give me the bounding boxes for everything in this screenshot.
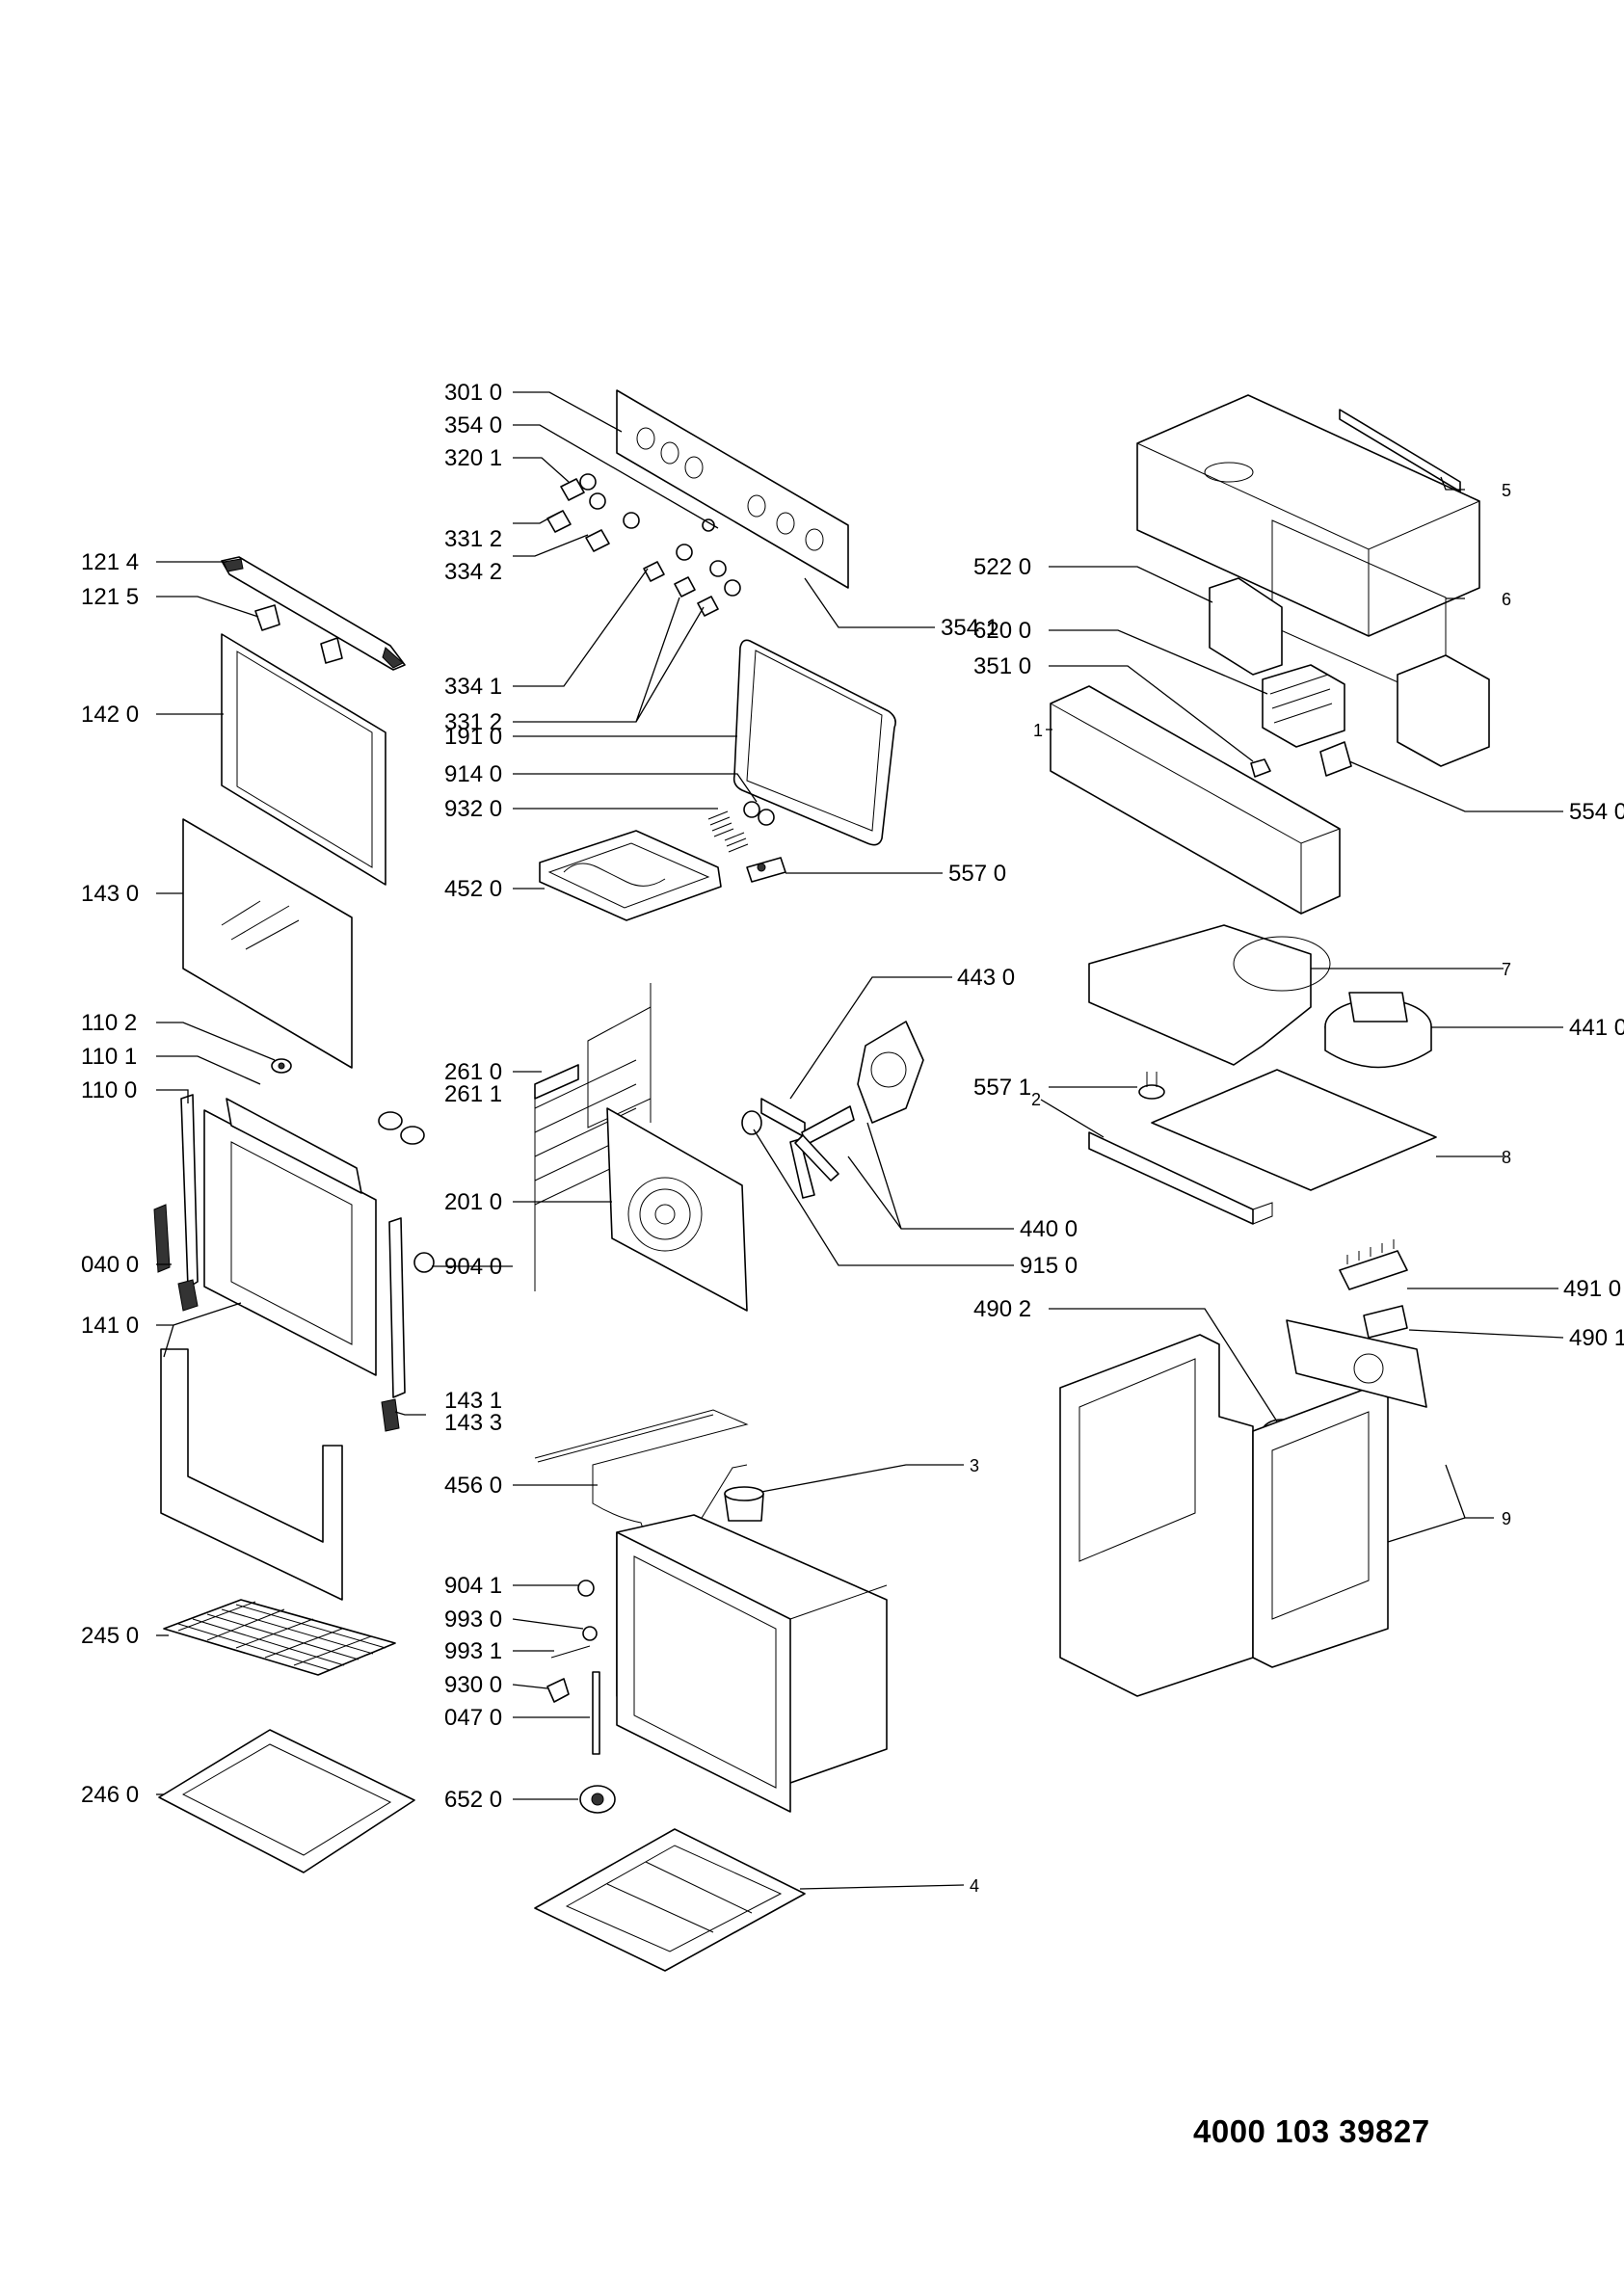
label-904-0: 904 0 — [444, 1254, 502, 1280]
label-557-1: 557 1 — [973, 1075, 1031, 1101]
label-141-0: 141 0 — [81, 1313, 139, 1339]
label-904-1: 904 1 — [444, 1573, 502, 1599]
label-110-1: 110 1 — [81, 1044, 137, 1070]
label-557-0: 557 0 — [948, 861, 1006, 887]
base-plate-2-8 — [1088, 1069, 1437, 1225]
door-hinge-right — [381, 1217, 435, 1432]
fan-and-motor-440-443 — [741, 1021, 924, 1199]
label-2: 2 — [1031, 1090, 1041, 1109]
label-930-0: 930 0 — [444, 1672, 502, 1698]
label-320-1: 320 1 — [444, 445, 502, 471]
label-554-0: 554 0 — [1569, 799, 1624, 825]
knobs-320-331-334 — [546, 473, 741, 617]
door-handle-121-4 — [221, 556, 406, 671]
label-331-2-a: 331 2 — [444, 526, 502, 552]
label-490-2: 490 2 — [973, 1296, 1031, 1322]
label-121-4: 121 4 — [81, 549, 139, 575]
label-121-5: 121 5 — [81, 584, 139, 610]
label-652-0: 652 0 — [444, 1787, 502, 1813]
label-932-0: 932 0 — [444, 796, 502, 822]
thermostat-557-1 — [1138, 1072, 1165, 1100]
lamp-cover-3 — [724, 1486, 764, 1522]
label-110-2: 110 2 — [81, 1010, 137, 1036]
label-7: 7 — [1502, 960, 1511, 979]
label-334-1: 334 1 — [444, 674, 502, 700]
back-panel-201-0 — [606, 1107, 748, 1312]
document-number: 4000 103 39827 — [1193, 2113, 1430, 2149]
label-1: 1 — [1033, 721, 1043, 740]
label-142-0: 142 0 — [81, 702, 139, 728]
label-047-0: 047 0 — [444, 1705, 502, 1731]
door-seal-lower — [160, 1348, 343, 1601]
label-261-1: 261 1 — [444, 1081, 502, 1107]
label-441-0: 441 0 — [1569, 1015, 1624, 1041]
label-143-1: 143 1 — [444, 1388, 502, 1414]
door-gasket-191-0 — [732, 639, 896, 846]
cooling-duct-bracket-1 — [1050, 685, 1352, 915]
label-443-0: 443 0 — [957, 965, 1015, 991]
label-491-0: 491 0 — [1563, 1276, 1621, 1302]
part-labels: 301 0 354 0 320 1 331 2 334 2 334 1 331 … — [81, 380, 1624, 1896]
wire-shelf-245-0 — [163, 1599, 396, 1676]
thermostat-652-0 — [579, 1785, 616, 1814]
label-201-0: 201 0 — [444, 1189, 502, 1215]
cooling-fan-441-0 — [1324, 992, 1432, 1069]
label-354-1: 354 1 — [941, 615, 998, 641]
label-456-0: 456 0 — [444, 1473, 502, 1499]
heating-block-522-620 — [1209, 577, 1490, 767]
oven-cavity — [616, 1514, 888, 1813]
fan-cover-7 — [1088, 924, 1331, 1066]
label-334-2: 334 2 — [444, 559, 502, 585]
label-3: 3 — [970, 1456, 979, 1475]
label-040-0: 040 0 — [81, 1252, 139, 1278]
label-191-0: 191 0 — [444, 724, 502, 750]
label-993-1: 993 1 — [444, 1638, 502, 1664]
top-frame-5-6 — [1136, 394, 1480, 704]
label-6: 6 — [1502, 590, 1511, 609]
leader-lines — [156, 391, 1564, 1890]
outer-casing-9 — [1059, 1319, 1427, 1697]
label-993-0: 993 0 — [444, 1607, 502, 1633]
label-245-0: 245 0 — [81, 1623, 139, 1649]
label-440-0: 440 0 — [1020, 1216, 1078, 1242]
label-301-0: 301 0 — [444, 380, 502, 406]
label-351-0: 351 0 — [973, 653, 1031, 679]
label-4: 4 — [970, 1876, 979, 1896]
bottom-panel-4 — [534, 1828, 806, 1972]
label-8: 8 — [1502, 1148, 1511, 1167]
label-915-0: 915 0 — [1020, 1253, 1078, 1279]
label-110-0: 110 0 — [81, 1077, 137, 1103]
outer-door-glass-142-0 — [221, 633, 386, 886]
label-331-2-b: 331 2 — [444, 709, 502, 735]
label-620-0: 620 0 — [973, 618, 1031, 644]
door-frame-141-0 — [203, 1098, 377, 1376]
inner-door-glass-143-0 — [182, 818, 353, 1069]
lower-element-456-0 — [534, 1409, 749, 1539]
springs-and-nuts-914-932 — [707, 801, 775, 853]
label-143-0: 143 0 — [81, 881, 139, 907]
label-914-0: 914 0 — [444, 761, 502, 787]
door-hinge-left-040-0 — [153, 1094, 199, 1312]
label-452-0: 452 0 — [444, 876, 502, 902]
label-9: 9 — [1502, 1509, 1511, 1528]
control-panel-301-0 — [616, 389, 849, 589]
label-490-1: 490 1 — [1569, 1325, 1624, 1351]
label-246-0: 246 0 — [81, 1782, 139, 1808]
label-522-0: 522 0 — [973, 554, 1031, 580]
small-parts-904-993-930-047 — [546, 1580, 600, 1755]
door-washers-110-1 — [271, 1058, 425, 1145]
thermostat-sensor-557-0 — [746, 857, 786, 883]
shelf-supports-261 — [534, 983, 652, 1291]
label-354-0: 354 0 — [444, 412, 502, 438]
label-261-0: 261 0 — [444, 1059, 502, 1085]
baking-tray-246-0 — [158, 1729, 415, 1873]
grill-element-452-0 — [539, 830, 722, 921]
terminal-block-491-0 — [1339, 1239, 1408, 1290]
handle-brackets-121-5 — [254, 604, 343, 664]
label-143-3: 143 3 — [444, 1410, 502, 1436]
label-5: 5 — [1502, 481, 1511, 500]
